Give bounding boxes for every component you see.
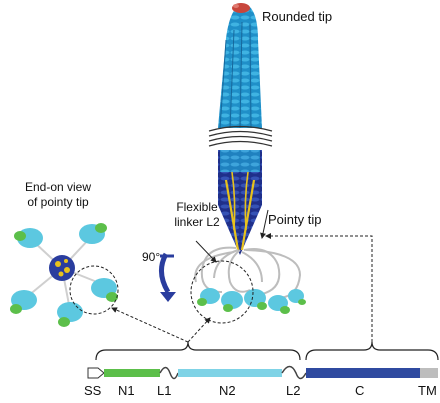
domain-n2-segment bbox=[178, 369, 282, 377]
domain-label-n2: N2 bbox=[219, 384, 236, 398]
rounded-tip-label: Rounded tip bbox=[262, 10, 332, 24]
flexible-linker-label-line2: linker L2 bbox=[160, 215, 234, 229]
domain-label-n1: N1 bbox=[118, 384, 135, 398]
n-domain-cluster bbox=[197, 288, 306, 314]
upper-helical-stalk bbox=[218, 4, 262, 128]
domain-tm-segment bbox=[420, 368, 438, 378]
end-on-view-label-line1: End-on view bbox=[4, 180, 112, 194]
rotation-arrow bbox=[160, 254, 176, 302]
domain-braces bbox=[96, 342, 438, 360]
domain-c-segment bbox=[306, 368, 420, 378]
end-on-view-label-line2: of pointy tip bbox=[4, 195, 112, 209]
domain-label-ss: SS bbox=[84, 384, 101, 398]
domain-l2-linker bbox=[282, 367, 306, 379]
axis-break-marks bbox=[209, 127, 272, 147]
domain-l1-linker bbox=[160, 368, 178, 379]
end-on-view-structure bbox=[10, 223, 118, 327]
domain-label-l2: L2 bbox=[286, 384, 300, 398]
domain-label-c: C bbox=[355, 384, 364, 398]
pointy-tip-label: Pointy tip bbox=[268, 213, 321, 227]
domain-n1-segment bbox=[104, 369, 160, 377]
rounded-tip-marker bbox=[232, 3, 250, 13]
domain-bar bbox=[88, 367, 438, 379]
domain-ss-arrow bbox=[88, 368, 104, 378]
rotation-label: 90° bbox=[142, 250, 160, 264]
domain-label-tm: TM bbox=[418, 384, 437, 398]
flexible-linker-label-line1: Flexible bbox=[160, 200, 234, 214]
domain-label-l1: L1 bbox=[157, 384, 171, 398]
